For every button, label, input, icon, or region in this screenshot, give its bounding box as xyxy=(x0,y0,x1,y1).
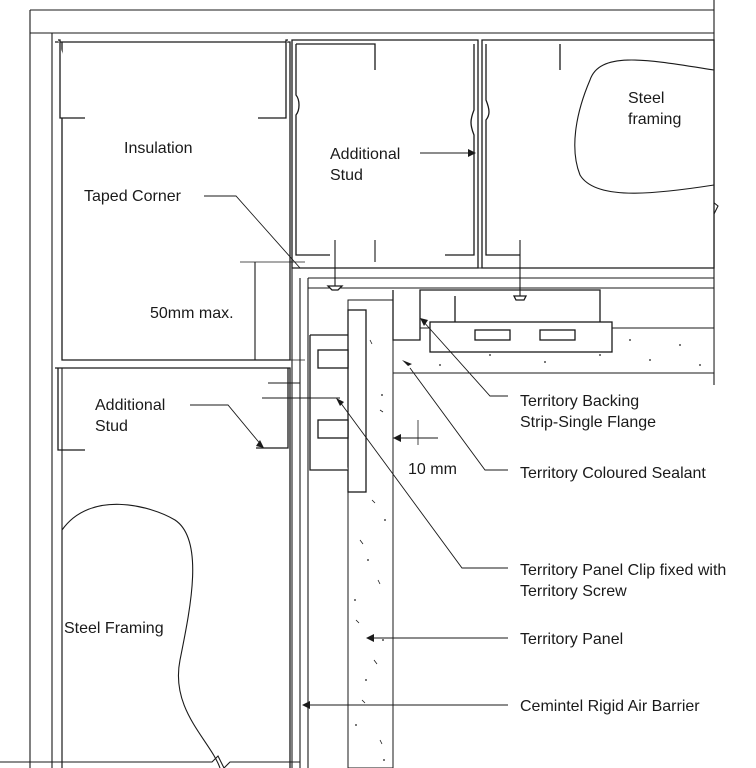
label-territory-panel: Territory Panel xyxy=(520,631,623,648)
label-additional-stud-top-1: Additional xyxy=(330,146,400,163)
label-additional-stud-top-2: Stud xyxy=(330,167,363,184)
label-coloured-sealant: Territory Coloured Sealant xyxy=(520,465,706,482)
steel-framing-bottom-shape xyxy=(61,503,221,768)
label-backing-strip-1: Territory Backing xyxy=(520,393,639,410)
top-board xyxy=(292,267,714,289)
top-panel-clip xyxy=(429,240,613,353)
label-panel-clip-2: Territory Screw xyxy=(520,583,627,600)
label-additional-stud-left-2: Stud xyxy=(95,418,128,435)
top-additional-stud xyxy=(291,39,479,269)
stud-screw xyxy=(326,240,344,291)
label-backing-strip-2: Strip-Single Flange xyxy=(520,414,656,431)
label-additional-stud-left-1: Additional xyxy=(95,397,165,414)
label-10mm: 10 mm xyxy=(408,461,457,478)
label-steel-framing-top-2: framing xyxy=(628,111,681,128)
label-50mm: 50mm max. xyxy=(150,305,234,322)
side-panel-clip xyxy=(262,309,367,493)
top-steel-framing-stud xyxy=(481,39,715,269)
vertical-board xyxy=(291,268,309,768)
dimension-10mm xyxy=(393,420,438,445)
labels: Insulation Additional Stud Steel framing… xyxy=(64,90,726,715)
label-steel-framing-bottom: Steel Framing xyxy=(64,620,164,637)
label-taped-corner: Taped Corner xyxy=(84,188,182,205)
left-stud-upper xyxy=(55,39,291,361)
label-panel-clip-1: Territory Panel Clip fixed with xyxy=(520,562,726,579)
label-air-barrier: Cemintel Rigid Air Barrier xyxy=(520,698,700,715)
label-insulation: Insulation xyxy=(124,140,193,157)
label-steel-framing-top-1: Steel xyxy=(628,90,664,107)
left-stud-lower xyxy=(55,367,291,768)
bottom-break-line xyxy=(0,755,300,768)
leader-lines xyxy=(190,149,508,709)
